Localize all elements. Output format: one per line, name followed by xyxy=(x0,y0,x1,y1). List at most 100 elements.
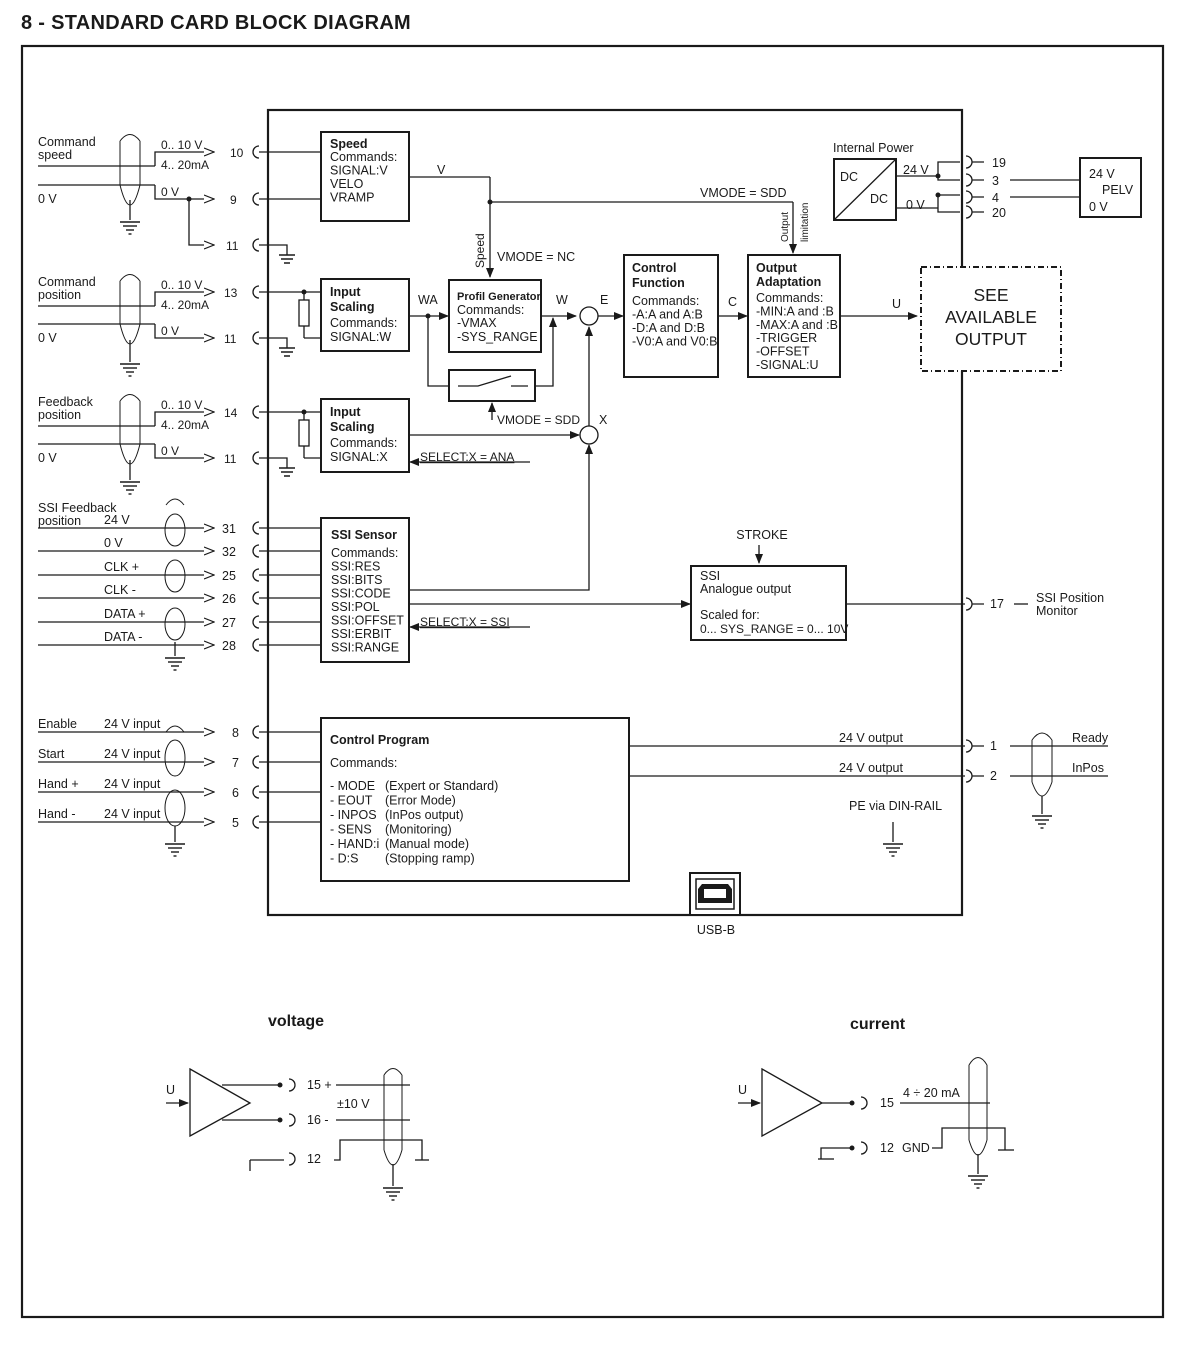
ssi-sensor-line: SSI:RES xyxy=(331,560,380,574)
power-pin: 4 xyxy=(992,191,999,205)
speed-command-line: Commands: xyxy=(330,150,397,164)
ssi-feedback-pin: 27 xyxy=(222,616,236,630)
digital-input-pin: 5 xyxy=(232,816,239,830)
output-adaptation-line: -SIGNAL:U xyxy=(756,358,819,372)
svg-text:17: 17 xyxy=(990,597,1004,611)
output-adaptation-line: -OFFSET xyxy=(756,345,810,359)
output-adaptation-line: Commands: xyxy=(756,291,823,305)
voltage-output-variant: voltage U 15 + 16 - 12 ±10 V xyxy=(166,1013,429,1201)
feedback-position-input: Feedback position 0.. 10 V 4.. 20mA 0 V … xyxy=(38,394,320,495)
svg-text:Adaptation: Adaptation xyxy=(756,275,821,289)
svg-text:0.. 10 V: 0.. 10 V xyxy=(161,138,202,152)
svg-text:9: 9 xyxy=(230,193,237,207)
ssi-feedback-line-label: CLK + xyxy=(104,560,139,574)
svg-text:0 V: 0 V xyxy=(38,451,57,465)
svg-text:U: U xyxy=(166,1083,175,1097)
svg-text:Scaling: Scaling xyxy=(330,420,374,434)
digital-input-pin: 7 xyxy=(232,756,239,770)
svg-text:E: E xyxy=(600,293,608,307)
svg-text:SSI Position: SSI Position xyxy=(1036,591,1104,605)
control-program-description: (InPos output) xyxy=(385,808,464,822)
svg-text:WA: WA xyxy=(418,293,438,307)
svg-text:Control Program: Control Program xyxy=(330,733,429,747)
svg-text:Commands:: Commands: xyxy=(457,303,524,317)
power-pin: 3 xyxy=(992,174,999,188)
svg-text:Commands:: Commands: xyxy=(330,316,397,330)
signal-output-label: Output xyxy=(780,212,791,242)
control-program-command: - HAND:i xyxy=(330,837,379,851)
card-frame xyxy=(266,108,964,917)
svg-text:12: 12 xyxy=(307,1152,321,1166)
pelv-supply xyxy=(1079,157,1142,218)
input-scaling-x-block xyxy=(320,398,410,473)
control-function-line: Commands: xyxy=(632,294,699,308)
svg-text:24 V output: 24 V output xyxy=(839,761,903,775)
svg-text:STROKE: STROKE xyxy=(736,528,787,542)
digital-input-name: Hand - xyxy=(38,807,76,821)
ssi-feedback-line-label: CLK - xyxy=(104,583,136,597)
svg-text:15 +: 15 + xyxy=(307,1078,332,1092)
svg-text:Input: Input xyxy=(330,405,361,419)
svg-text:0... SYS_RANGE = 0... 10V: 0... SYS_RANGE = 0... 10V xyxy=(700,622,848,636)
svg-text:Analogue output: Analogue output xyxy=(700,582,792,596)
svg-text:0 V: 0 V xyxy=(161,444,179,458)
svg-text:W: W xyxy=(556,293,568,307)
svg-text:position: position xyxy=(38,288,81,302)
svg-text:SSI: SSI xyxy=(700,569,720,583)
ssi-sensor-line: SSI:POL xyxy=(331,600,380,614)
speed-command-line: VELO xyxy=(330,177,364,191)
svg-text:SSI Feedback: SSI Feedback xyxy=(38,501,117,515)
digital-input-type: 24 V input xyxy=(104,747,161,761)
control-function-line: -A:A and A:B xyxy=(632,308,703,322)
control-function-line: -V0:A and V0:B xyxy=(632,335,717,349)
ssi-sensor-line: SSI:OFFSET xyxy=(331,614,404,628)
see-available-output-box xyxy=(920,266,1062,372)
svg-text:speed: speed xyxy=(38,148,72,162)
control-program-block xyxy=(320,717,630,882)
svg-text:1: 1 xyxy=(990,739,997,753)
power-pin: 20 xyxy=(992,206,1006,220)
digital-input-type: 24 V input xyxy=(104,717,161,731)
speed-command-line: VRAMP xyxy=(330,191,374,205)
svg-text:AVAILABLE: AVAILABLE xyxy=(945,307,1037,327)
svg-text:current: current xyxy=(850,1016,906,1033)
svg-text:DC: DC xyxy=(840,170,858,184)
svg-text:Commands:: Commands: xyxy=(330,756,397,770)
digital-input-pin: 6 xyxy=(232,786,239,800)
ssi-sensor-line: SSI:RANGE xyxy=(331,641,399,655)
svg-text:13: 13 xyxy=(224,286,238,300)
svg-text:Commands:: Commands: xyxy=(330,436,397,450)
digital-input-type: 24 V input xyxy=(104,777,161,791)
svg-text:11: 11 xyxy=(226,239,239,253)
svg-text:X: X xyxy=(599,413,608,427)
page-title: 8 - STANDARD CARD BLOCK DIAGRAM xyxy=(21,12,412,34)
svg-text:0 V: 0 V xyxy=(38,192,57,206)
svg-text:-VMAX: -VMAX xyxy=(457,316,497,330)
signal-limitation-label: limitation xyxy=(800,203,811,242)
ssi-feedback-line-label: 24 V xyxy=(104,513,130,527)
ssi-feedback-line-label: DATA - xyxy=(104,630,142,644)
svg-text:SIGNAL:X: SIGNAL:X xyxy=(330,450,388,464)
svg-text:24 V: 24 V xyxy=(903,163,929,177)
ssi-sensor-line: SSI:ERBIT xyxy=(331,627,392,641)
ssi-analogue-output-block xyxy=(690,565,847,641)
control-program-command: - D:S xyxy=(330,852,358,866)
svg-text:SIGNAL:W: SIGNAL:W xyxy=(330,330,391,344)
svg-text:U: U xyxy=(738,1083,747,1097)
svg-text:InPos: InPos xyxy=(1072,761,1104,775)
command-position-input: Command position 0.. 10 V 4.. 20mA 0 V 0… xyxy=(38,274,320,377)
svg-text:0 V: 0 V xyxy=(161,324,179,338)
svg-text:4.. 20mA: 4.. 20mA xyxy=(161,158,209,172)
digital-input-name: Hand + xyxy=(38,777,79,791)
svg-text:Monitor: Monitor xyxy=(1036,604,1078,618)
svg-text:Command: Command xyxy=(38,275,96,289)
svg-text:16 -: 16 - xyxy=(307,1113,329,1127)
svg-text:SELECT:X = ANA: SELECT:X = ANA xyxy=(420,450,514,464)
svg-text:U: U xyxy=(892,297,901,311)
ssi-feedback-pin: 25 xyxy=(222,569,236,583)
output-adaptation-line: -MIN:A and :B xyxy=(756,304,834,318)
signal-vmode-sdd: VMODE = SDD xyxy=(700,186,786,200)
output-adaptation-line: -TRIGGER xyxy=(756,331,817,345)
svg-text:DC: DC xyxy=(870,192,888,206)
svg-text:VMODE = SDD: VMODE = SDD xyxy=(497,413,580,427)
